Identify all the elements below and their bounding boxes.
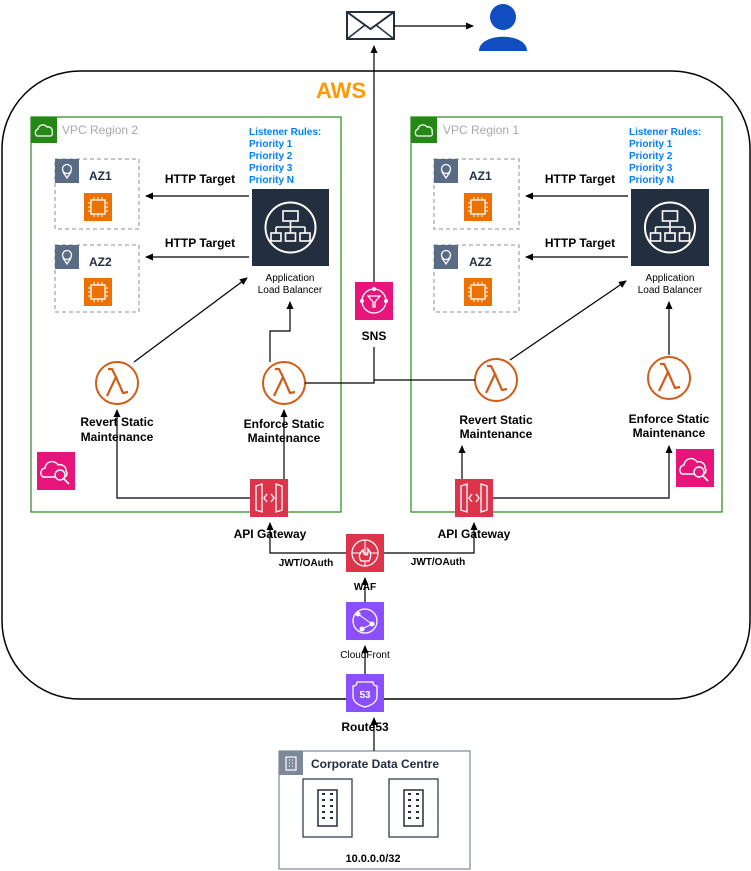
alb-label: Application bbox=[646, 273, 695, 284]
listener-rule: Priority N bbox=[629, 175, 674, 186]
connector bbox=[493, 445, 673, 499]
jwt-label: JWT/OAuth bbox=[411, 557, 465, 568]
alb-label: Load Balancer bbox=[638, 285, 703, 296]
api-gateway-icon bbox=[250, 479, 288, 517]
az1-label: AZ1 bbox=[89, 169, 112, 183]
lambda-icon bbox=[474, 358, 518, 402]
lambda-icon bbox=[647, 356, 691, 400]
listener-rule: Priority 2 bbox=[629, 151, 673, 162]
connector bbox=[384, 522, 478, 554]
load-balancer-icon bbox=[252, 189, 329, 266]
lambda-revert-label: Maintenance bbox=[460, 427, 533, 441]
corporate-title: Corporate Data Centre bbox=[311, 757, 439, 771]
listener-rule: Priority 2 bbox=[249, 151, 293, 162]
connector bbox=[509, 280, 627, 361]
ec2-chip-icon bbox=[84, 193, 112, 221]
connector bbox=[305, 347, 375, 384]
aws-title: AWS bbox=[316, 78, 366, 103]
http-target-label: HTTP Target bbox=[545, 172, 615, 186]
az-pin-icon bbox=[440, 163, 452, 180]
connector bbox=[133, 277, 248, 363]
listener-rule: Priority 1 bbox=[629, 139, 673, 150]
ec2-chip-icon bbox=[84, 278, 112, 306]
alb-label: Load Balancer bbox=[258, 285, 323, 296]
vpc-cloud-icon bbox=[34, 124, 54, 137]
route53-badge: 53 bbox=[359, 690, 371, 701]
http-target-label: HTTP Target bbox=[165, 236, 235, 250]
building-icon bbox=[388, 778, 439, 838]
jwt-label: JWT/OAuth bbox=[279, 558, 333, 569]
cloudwatch-icon bbox=[37, 452, 75, 490]
vpc-region-1-title: VPC Region 1 bbox=[443, 123, 519, 137]
route53-icon: 53 bbox=[346, 674, 384, 712]
api-gateway-icon bbox=[455, 479, 493, 517]
connector bbox=[113, 409, 250, 499]
connector bbox=[269, 301, 294, 362]
az-pin-icon bbox=[61, 163, 73, 180]
listener-rules-title: Listener Rules: bbox=[629, 127, 701, 138]
listener-rule: Priority 3 bbox=[629, 163, 673, 174]
az1-label: AZ1 bbox=[469, 169, 492, 183]
sns-icon bbox=[355, 282, 393, 320]
lambda-enforce-label: Maintenance bbox=[633, 426, 706, 440]
vpc-region-2-title: VPC Region 2 bbox=[62, 123, 138, 137]
az2-box bbox=[54, 244, 140, 313]
sns-label: SNS bbox=[362, 329, 387, 343]
listener-rule: Priority 1 bbox=[249, 139, 293, 150]
az-pin-icon bbox=[61, 249, 73, 266]
alb-label: Application bbox=[266, 273, 315, 284]
listener-rule: Priority 3 bbox=[249, 163, 293, 174]
user-icon bbox=[479, 4, 527, 51]
lambda-enforce-label: Enforce Static bbox=[629, 412, 710, 426]
load-balancer-icon bbox=[631, 189, 709, 266]
vpc-region-1 bbox=[410, 116, 723, 513]
ec2-chip-icon bbox=[464, 193, 492, 221]
lambda-icon bbox=[262, 361, 306, 405]
az2-label: AZ2 bbox=[89, 255, 112, 269]
route53-label: Route53 bbox=[341, 720, 389, 734]
http-target-label: HTTP Target bbox=[545, 236, 615, 250]
az2-box bbox=[433, 244, 520, 313]
envelope-icon bbox=[346, 11, 395, 40]
vpc-region-2 bbox=[30, 116, 342, 513]
vpc-cloud-icon bbox=[414, 124, 434, 137]
lambda-revert-label: Revert Static bbox=[459, 413, 533, 427]
cloudwatch-icon bbox=[676, 449, 714, 487]
building-icon bbox=[302, 778, 353, 838]
listener-rule: Priority N bbox=[249, 175, 294, 186]
building-icon bbox=[285, 756, 297, 771]
connector bbox=[266, 522, 346, 554]
az1-box bbox=[433, 158, 520, 230]
cloudfront-icon bbox=[346, 602, 384, 640]
corporate-cidr: 10.0.0.0/32 bbox=[345, 853, 400, 865]
az-pin-icon bbox=[440, 249, 452, 266]
ec2-chip-icon bbox=[464, 278, 492, 306]
waf-icon bbox=[346, 534, 384, 572]
lambda-icon bbox=[95, 361, 139, 405]
az1-box bbox=[54, 158, 140, 230]
http-target-label: HTTP Target bbox=[165, 172, 235, 186]
listener-rules-title: Listener Rules: bbox=[249, 127, 321, 138]
az2-label: AZ2 bbox=[469, 255, 492, 269]
